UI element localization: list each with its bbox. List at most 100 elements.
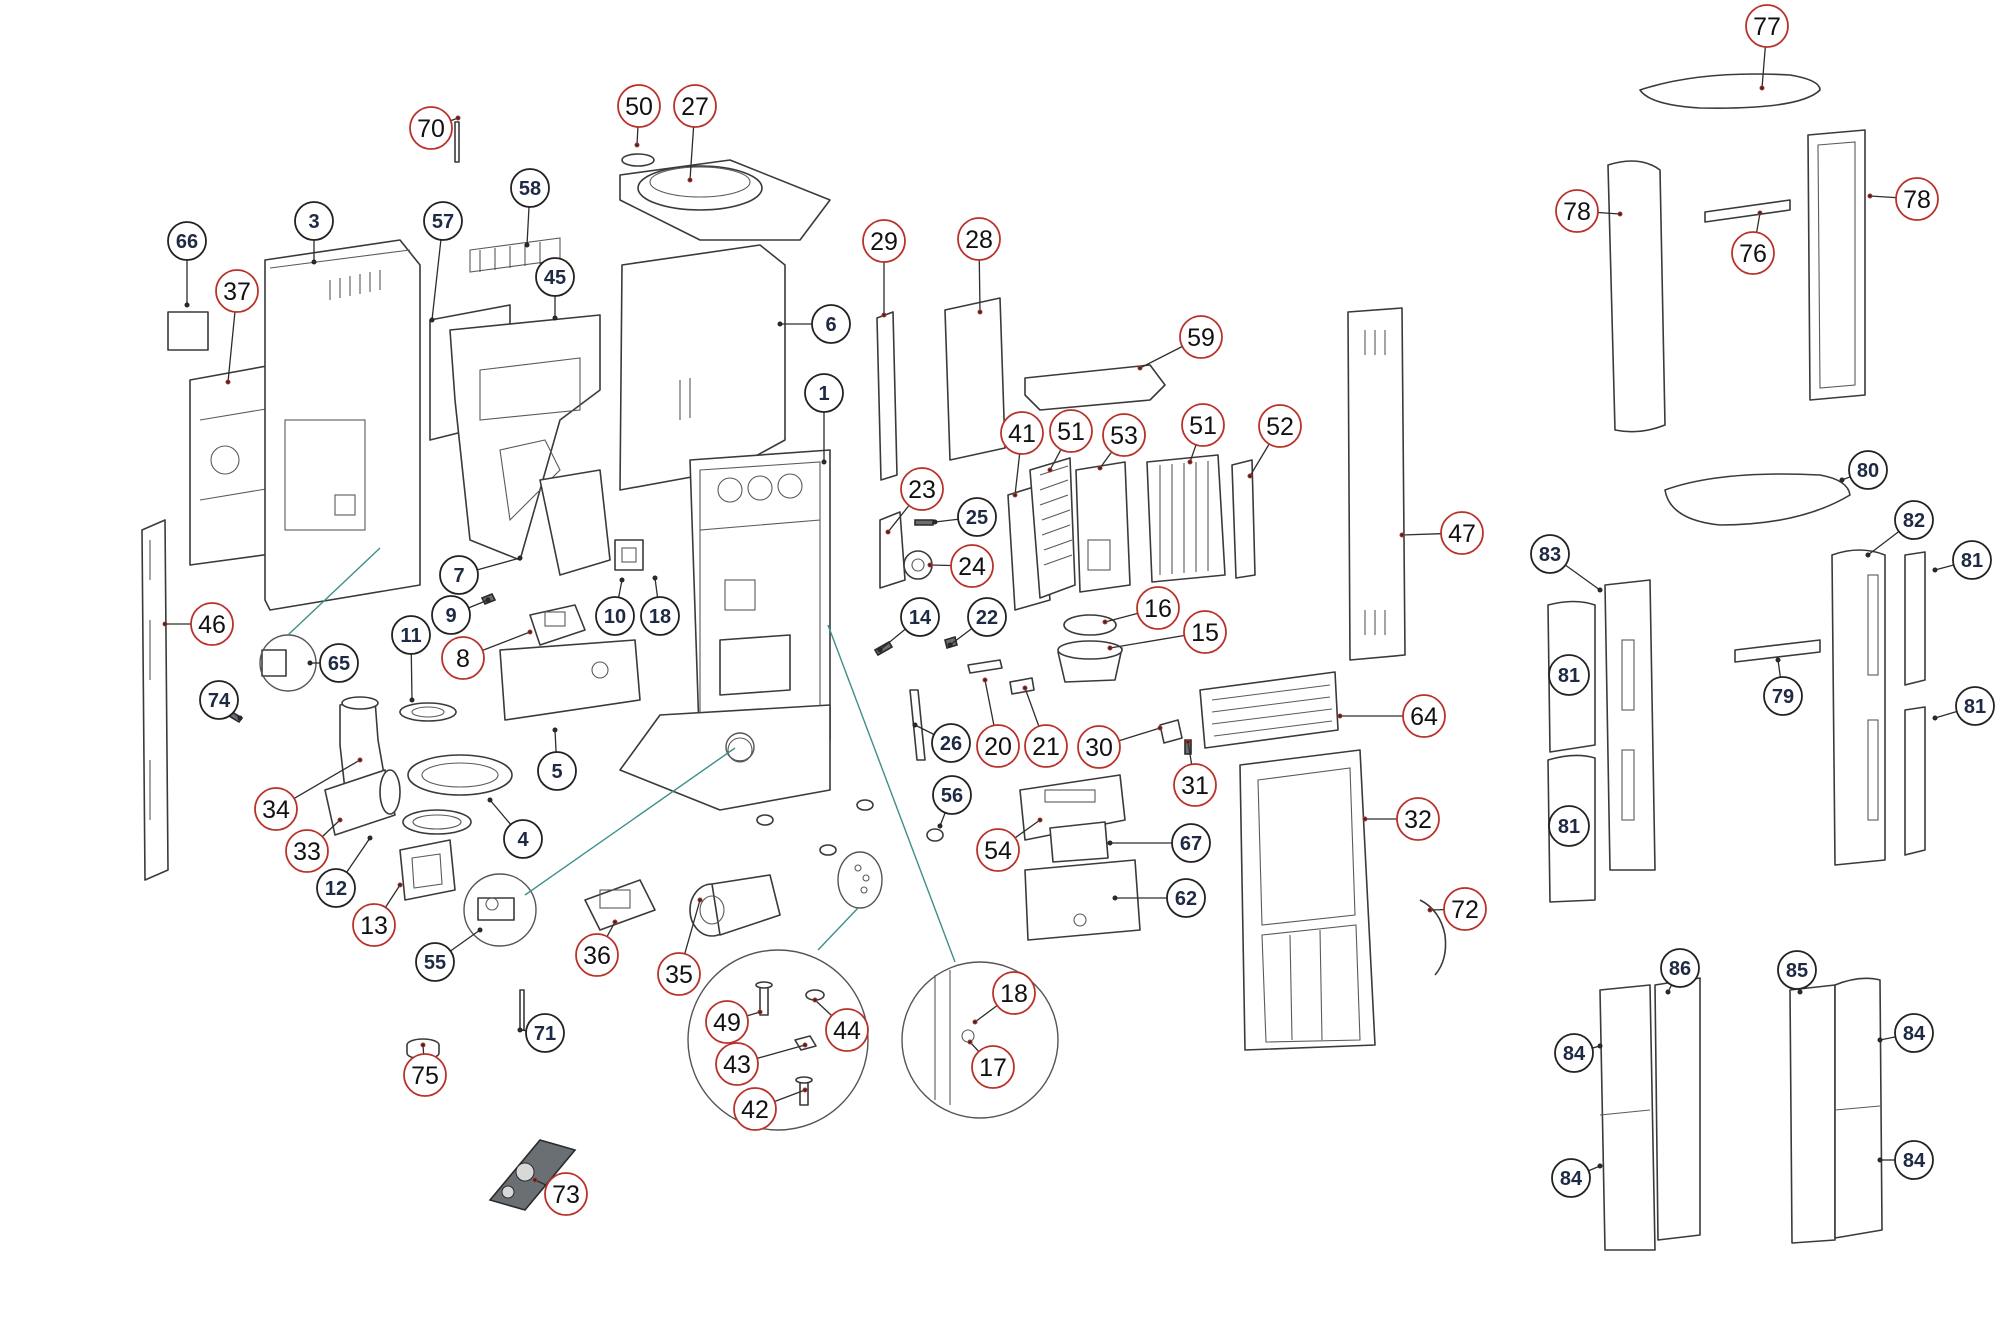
leader-tip (517, 1027, 523, 1033)
leader-line (684, 899, 701, 954)
leader-tip (1037, 817, 1043, 823)
callout-81: 81 (1932, 686, 1995, 726)
callout-circle (992, 971, 1036, 1015)
callout-31: 31 (1173, 739, 1217, 807)
leader-line (468, 599, 489, 609)
leader-tip (485, 597, 491, 603)
callout-circle (1955, 686, 1995, 726)
callout-label: 52 (1266, 413, 1294, 441)
callout-label: 26 (940, 733, 962, 755)
callout-label: 65 (328, 653, 350, 675)
leader-line (689, 126, 695, 181)
leader-tip (1337, 713, 1343, 719)
callout-74: 74 (199, 680, 243, 721)
callout-label: 67 (1180, 833, 1202, 855)
callout-85: 85 (1777, 950, 1817, 995)
callout-52: 52 (1247, 404, 1302, 479)
callout-circle (1763, 676, 1803, 716)
leader-line (1869, 195, 1897, 199)
leader-line (984, 679, 995, 726)
leader-line (974, 1005, 998, 1023)
callout-label: 29 (870, 228, 898, 256)
callout-41: 41 (1000, 411, 1044, 498)
leader-line (384, 884, 401, 908)
callout-circle (931, 723, 971, 763)
callout-label: 42 (741, 1096, 769, 1124)
callout-84: 84 (1551, 1158, 1603, 1198)
leader-tip (184, 302, 190, 308)
leader-tip (612, 919, 618, 925)
callout-label: 81 (1558, 665, 1580, 687)
callout-72: 72 (1427, 887, 1487, 931)
leader-tip (1012, 492, 1018, 498)
callout-circle (673, 84, 717, 128)
leader-tip (367, 835, 373, 841)
leader-tip (947, 642, 953, 648)
callout-label: 86 (1669, 958, 1691, 980)
callout-3: 3 (294, 201, 334, 265)
callout-circle (1440, 511, 1484, 555)
leader-line (1777, 659, 1782, 678)
zoom-connectors (287, 547, 956, 963)
callout-21: 21 (1022, 685, 1068, 768)
callout-83: 83 (1530, 534, 1603, 593)
callout-circle (1024, 724, 1068, 768)
leader-tip (1597, 587, 1603, 593)
leader-tip (307, 660, 313, 666)
leader-tip (1665, 989, 1671, 995)
callout-26: 26 (912, 722, 971, 763)
callout-circle (862, 219, 906, 263)
callout-label: 24 (958, 553, 986, 581)
parts-center-right-group (873, 297, 1447, 1051)
callout-42: 42 (733, 1087, 808, 1131)
callout-label: 84 (1903, 1150, 1926, 1172)
leader-line (636, 126, 639, 146)
callout-circle (1402, 694, 1446, 738)
callout-17: 17 (967, 1039, 1015, 1089)
callout-circle (705, 1000, 749, 1044)
callout-27: 27 (673, 84, 717, 183)
callout-label: 82 (1903, 510, 1925, 532)
leader-line (1249, 443, 1270, 477)
leader-tip (1157, 725, 1163, 731)
callout-circle (423, 201, 463, 241)
callout-label: 47 (1448, 520, 1476, 548)
callout-11: 11 (391, 615, 431, 703)
callout-label: 85 (1786, 960, 1808, 982)
callout-label: 18 (649, 606, 671, 628)
callout-circle (900, 467, 944, 511)
leader-tip (1757, 210, 1763, 216)
callout-circle (352, 903, 396, 947)
leader-line (606, 921, 616, 937)
callout-circle (525, 1013, 565, 1053)
callout-44: 44 (812, 997, 869, 1052)
leader-tip (429, 317, 435, 323)
leader-tip (802, 1087, 808, 1093)
parts-right-group (1547, 73, 1926, 1251)
leader-tip (912, 722, 918, 728)
leader-tip (397, 882, 403, 888)
callout-label: 34 (262, 796, 290, 824)
leader-tip (552, 315, 558, 321)
callout-label: 62 (1175, 888, 1197, 910)
callout-35: 35 (657, 897, 703, 996)
leader-tip (1185, 739, 1191, 745)
callout-circle (957, 497, 997, 537)
leader-tip (527, 629, 533, 635)
callout-circle (811, 304, 851, 344)
callout-22: 22 (947, 597, 1007, 648)
callout-66: 66 (167, 221, 207, 308)
leader-tip (821, 459, 827, 465)
leader-tip (972, 1019, 978, 1025)
leader-line (1139, 345, 1183, 369)
callout-circle (900, 597, 940, 637)
callout-label: 73 (552, 1181, 580, 1209)
callout-label: 80 (1857, 460, 1879, 482)
leader-tip (881, 312, 887, 318)
leader-tip (687, 177, 693, 183)
callout-label: 28 (965, 226, 993, 254)
callout-circle (1530, 534, 1570, 574)
leader-tip (1107, 840, 1113, 846)
leader-line (879, 628, 906, 651)
callout-58: 58 (510, 168, 550, 248)
